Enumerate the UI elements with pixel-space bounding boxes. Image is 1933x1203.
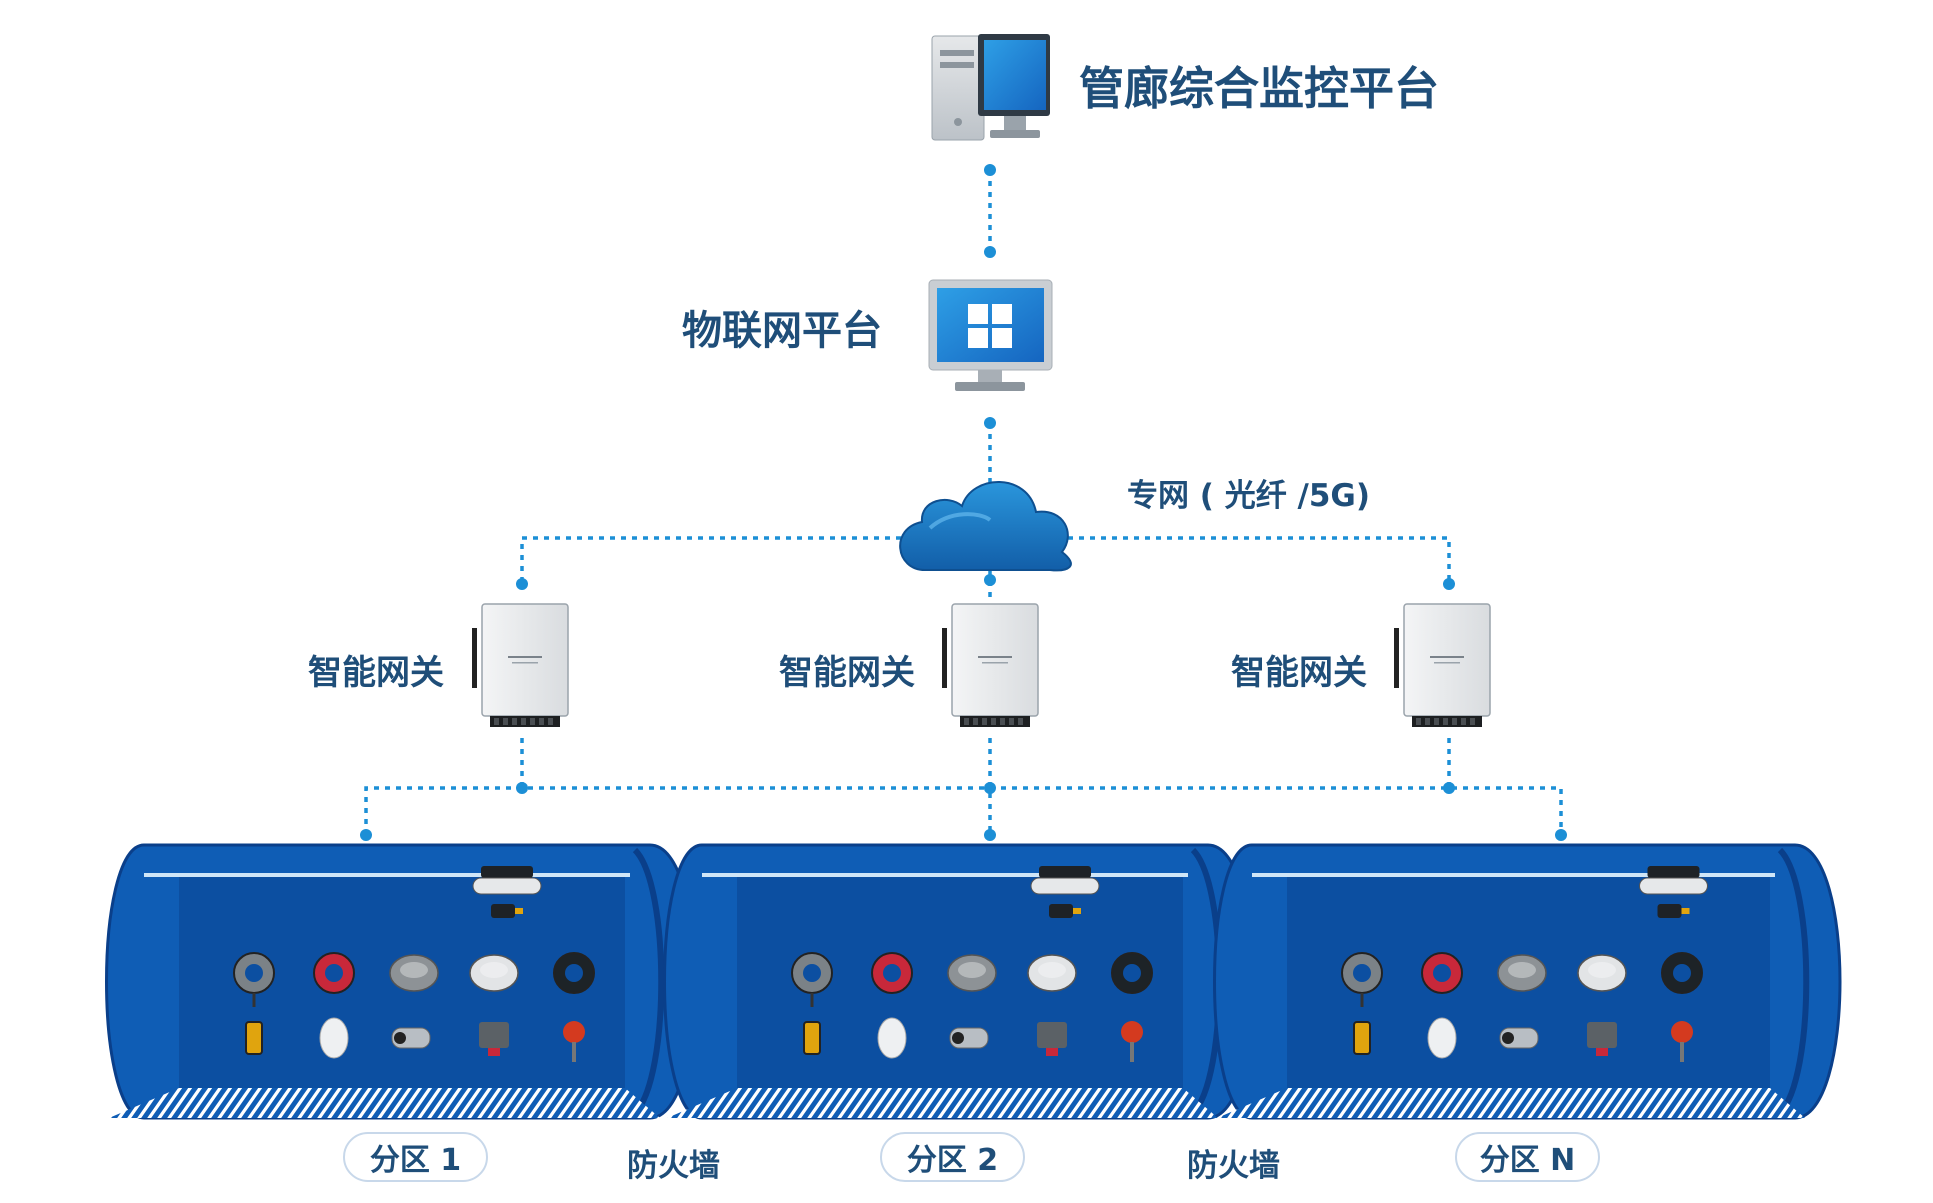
manhole-cover-icon — [1497, 954, 1547, 992]
gas-detector-icon — [1671, 1021, 1693, 1062]
platform-title: 管廊综合监控平台 — [1079, 62, 1440, 115]
cable-coil-icon — [1111, 952, 1153, 994]
cable-coil-icon — [1661, 952, 1703, 994]
ceiling-camera-icon — [1030, 866, 1100, 918]
water-level-sensor-icon — [1037, 1022, 1067, 1056]
gateway-device-icon — [472, 603, 569, 727]
current-transformer-icon — [871, 952, 913, 994]
cable-coil-icon — [553, 952, 595, 994]
zone-1-label: 分区 1 — [343, 1132, 488, 1182]
iot-platform-label: 物联网平台 — [682, 308, 882, 354]
gateway-device-icon — [1394, 603, 1491, 727]
tunnel-section — [663, 843, 1255, 1120]
handheld-detector-icon — [245, 1021, 263, 1055]
gateway-label-1: 智能网关 — [308, 653, 444, 693]
iot-platform-monitor-icon — [928, 279, 1053, 391]
ceiling-camera-icon — [1639, 866, 1708, 918]
tunnel-section — [1213, 843, 1842, 1120]
firewall-label-2: 防火墙 — [1187, 1148, 1280, 1184]
link-cloud-gw3 — [1068, 536, 1451, 584]
ring-sensor-icon — [791, 952, 833, 1007]
smoke-detector-icon — [1027, 954, 1077, 992]
monitoring-computer-icon — [931, 34, 1050, 141]
link-cloud-gw1 — [520, 536, 912, 584]
field-bus — [364, 786, 1563, 835]
gateway-label-2: 智能网关 — [779, 653, 915, 693]
gateway-label-3: 智能网关 — [1231, 653, 1367, 693]
bullet-camera-icon — [1499, 1027, 1539, 1049]
pir-sensor-icon — [1427, 1017, 1457, 1059]
current-transformer-icon — [313, 952, 355, 994]
pir-sensor-icon — [319, 1017, 349, 1059]
tunnel-section — [105, 843, 697, 1120]
cloud-icon — [899, 481, 1072, 572]
network-label: 专网 ( 光纤 /5G) — [1127, 478, 1371, 514]
zone-2-label: 分区 2 — [880, 1132, 1025, 1182]
utility-tunnels — [105, 843, 1842, 1120]
firewall-label-1: 防火墙 — [627, 1148, 720, 1184]
handheld-detector-icon — [1353, 1021, 1371, 1055]
current-transformer-icon — [1421, 952, 1463, 994]
ring-sensor-icon — [1341, 952, 1383, 1007]
zone-n-label: 分区 N — [1455, 1132, 1600, 1182]
bullet-camera-icon — [391, 1027, 431, 1049]
smoke-detector-icon — [1577, 954, 1627, 992]
ring-sensor-icon — [233, 952, 275, 1007]
gateway-devices — [472, 603, 1491, 727]
handheld-detector-icon — [803, 1021, 821, 1055]
smoke-detector-icon — [469, 954, 519, 992]
gas-detector-icon — [563, 1021, 585, 1062]
link-nodes — [360, 164, 1567, 841]
water-level-sensor-icon — [1587, 1022, 1617, 1056]
bullet-camera-icon — [949, 1027, 989, 1049]
gateway-device-icon — [942, 603, 1039, 727]
manhole-cover-icon — [389, 954, 439, 992]
ceiling-camera-icon — [472, 866, 542, 918]
gas-detector-icon — [1121, 1021, 1143, 1062]
pir-sensor-icon — [877, 1017, 907, 1059]
water-level-sensor-icon — [479, 1022, 509, 1056]
manhole-cover-icon — [947, 954, 997, 992]
